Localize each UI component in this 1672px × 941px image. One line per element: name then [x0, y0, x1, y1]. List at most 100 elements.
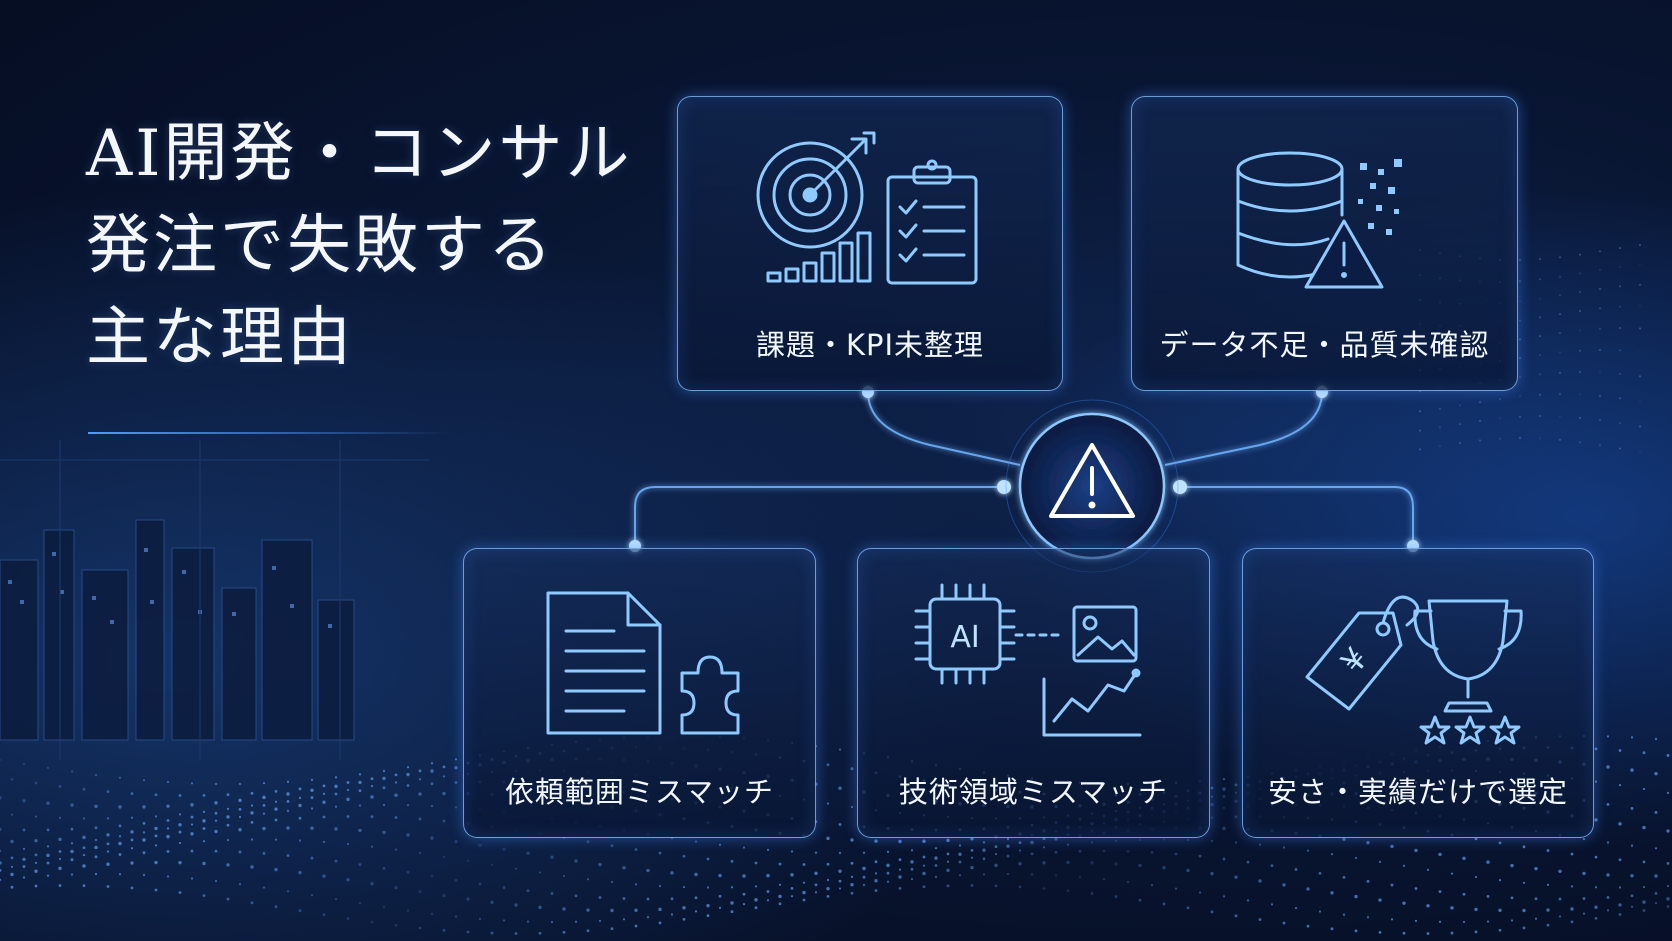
wave-dot: [334, 859, 338, 863]
wave-dot: [154, 815, 158, 818]
wave-dot: [742, 846, 746, 849]
wave-dot: [1619, 265, 1621, 268]
wave-dot: [166, 804, 170, 808]
wave-dot: [1510, 896, 1514, 900]
wave-dot: [1570, 885, 1574, 888]
wave-dot: [394, 781, 398, 784]
wave-dot: [418, 792, 422, 796]
wave-dot: [1378, 931, 1382, 934]
puzzle-piece-icon: [680, 655, 740, 735]
wave-dot: [130, 816, 134, 819]
wave-dot: [934, 875, 938, 878]
wave-dot: [1078, 875, 1082, 879]
wave-dot: [10, 839, 14, 844]
wave-dot: [1222, 795, 1226, 798]
wave-dot: [0, 869, 2, 872]
wave-dot: [1486, 920, 1490, 923]
wave-dot: [310, 894, 314, 897]
wave-dot: [898, 875, 902, 879]
title-line-2: 発注で失敗する: [86, 209, 555, 283]
wave-dot: [1486, 894, 1490, 898]
wave-dot: [874, 872, 878, 875]
wave-dot: [862, 875, 866, 879]
wave-dot: [94, 838, 98, 842]
wave-dot: [1666, 791, 1670, 795]
wave-dot: [1186, 906, 1190, 910]
wave-dot: [190, 782, 194, 785]
wave-dot: [178, 794, 182, 797]
wave-dot: [1599, 269, 1601, 272]
wave-dot: [1639, 305, 1641, 308]
wave-dot: [1618, 903, 1622, 907]
wave-dot: [370, 920, 374, 924]
wave-dot: [958, 874, 962, 877]
card-price-selection[interactable]: ¥ 安さ・実績だけで選定: [1242, 548, 1594, 838]
wave-dot: [946, 884, 950, 888]
wave-dot: [1282, 883, 1286, 887]
card-tech-mismatch[interactable]: AI 技術領域ミスマッチ: [857, 548, 1210, 838]
wave-dot: [1234, 875, 1238, 879]
wave-dot: [646, 916, 650, 919]
wave-dot: [166, 780, 170, 784]
wave-dot: [718, 843, 722, 846]
wave-dot: [922, 839, 926, 843]
wave-dot: [1450, 906, 1454, 910]
wave-dot: [106, 885, 110, 888]
wave-dot: [1138, 898, 1142, 902]
wave-dot: [814, 891, 818, 894]
wave-dot: [370, 795, 374, 799]
wave-dot: [946, 860, 950, 863]
wave-dot: [610, 908, 614, 913]
wave-dot: [790, 895, 794, 898]
wave-dot: [502, 847, 506, 851]
wave-dot: [826, 836, 830, 841]
wave-dot: [1559, 256, 1561, 259]
wave-dot: [70, 842, 74, 845]
card-scope-mismatch[interactable]: 依頼範囲ミスマッチ: [463, 548, 816, 838]
wave-dot: [34, 884, 38, 888]
wave-dot: [130, 838, 134, 842]
card-data-quality[interactable]: データ不足・品質未確認: [1131, 96, 1518, 391]
wave-dot: [22, 762, 26, 766]
wave-dot: [1582, 871, 1586, 876]
wave-dot: [1330, 891, 1334, 895]
wave-dot: [22, 876, 26, 879]
wave-dot: [1642, 825, 1646, 830]
wave-dot: [1162, 838, 1166, 841]
wave-dot: [1582, 897, 1586, 900]
wave-dot: [538, 905, 542, 910]
wave-dot: [82, 846, 86, 850]
wave-dot: [94, 826, 98, 830]
wave-dot: [1342, 913, 1346, 916]
wave-dot: [166, 818, 170, 822]
wave-dot: [10, 865, 14, 868]
wave-dot: [106, 862, 110, 866]
wave-dot: [226, 863, 230, 867]
data-dots-icon: [1358, 159, 1402, 235]
wave-dot: [178, 860, 182, 865]
wave-dot: [322, 800, 326, 804]
wave-dot: [262, 852, 266, 855]
wave-dot: [1594, 747, 1598, 751]
wave-dot: [1294, 906, 1298, 910]
wave-dot: [1378, 898, 1382, 902]
wave-dot: [70, 858, 74, 862]
wave-dot: [214, 849, 218, 853]
wave-dot: [898, 839, 902, 844]
wave-dot: [1570, 920, 1574, 924]
window-frame-lines: [0, 440, 430, 760]
wave-dot: [286, 780, 290, 783]
wave-dot: [1546, 849, 1550, 852]
card-issue-kpi[interactable]: 課題・KPI未整理: [677, 96, 1063, 391]
wave-dot: [130, 861, 134, 865]
wave-dot: [94, 773, 98, 776]
wave-dot: [754, 885, 758, 888]
wave-dot: [58, 857, 62, 861]
wave-dot: [94, 855, 98, 859]
wave-dot: [202, 827, 206, 830]
wave-dot: [286, 854, 290, 857]
wave-dot: [814, 851, 818, 854]
wave-dot: [1402, 901, 1406, 905]
wave-dot: [970, 856, 974, 859]
wave-dot: [0, 849, 2, 852]
